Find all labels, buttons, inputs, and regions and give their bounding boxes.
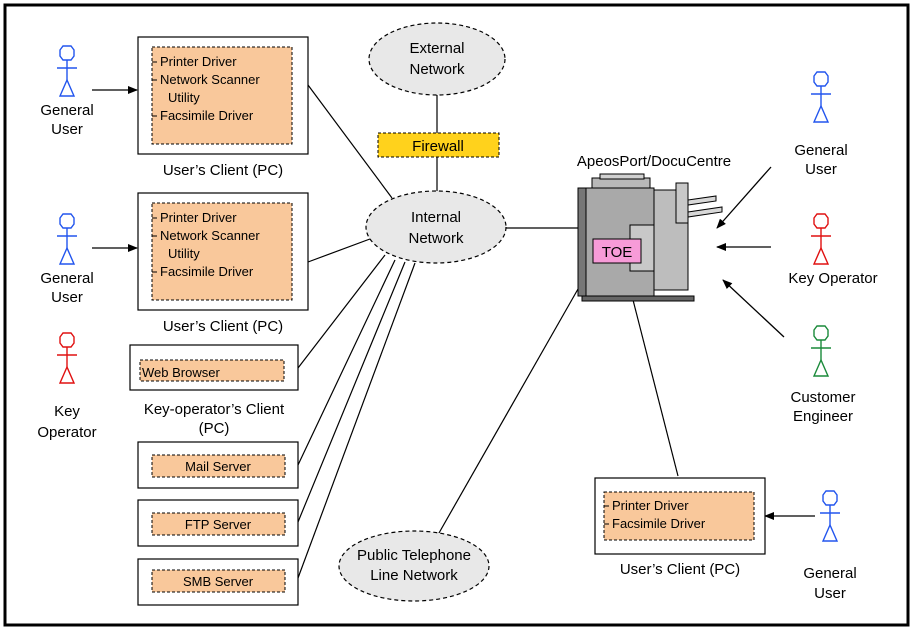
arrow-user-to-device	[716, 166, 772, 229]
client-mid-item-3: Utility	[168, 246, 200, 261]
cloud-public-line-2: Line Network	[370, 567, 458, 584]
connection-lines	[297, 84, 679, 579]
actor-customer-engineer: Customer Engineer	[790, 325, 856, 425]
client-key-item-1: Web Browser	[142, 365, 220, 380]
server-smb: SMB Server	[137, 558, 299, 606]
client-top-item-4: Facsimile Driver	[160, 108, 254, 123]
server-ftp: FTP Server	[137, 499, 299, 547]
server-ftp-label: FTP Server	[185, 517, 252, 532]
client-bottom: Printer Driver Facsimile Driver User’s C…	[594, 477, 766, 578]
toe-label: TOE	[592, 238, 642, 264]
cloud-external-line-2: Network	[409, 61, 465, 78]
client-top-item-2: Network Scanner	[160, 72, 260, 87]
line-ftp-internal	[297, 261, 406, 523]
actor-general-user-left-1: General User	[40, 45, 94, 138]
actor-general-user-right: General User	[794, 71, 848, 178]
actor-left-key-line-1: Key	[54, 403, 80, 420]
firewall: Firewall	[377, 132, 500, 158]
actor-bottom-user-line-2: User	[814, 585, 846, 602]
line-public-device	[434, 281, 583, 541]
actor-engineer-line-2: Engineer	[793, 408, 853, 425]
client-mid-caption: User’s Client (PC)	[163, 318, 283, 335]
cloud-internal-line-2: Network	[408, 230, 464, 247]
actor-engineer-line-1: Customer	[790, 389, 855, 406]
server-smb-label: SMB Server	[183, 574, 254, 589]
client-mid-item-1: Printer Driver	[160, 210, 237, 225]
cloud-external-network: External Network	[368, 22, 506, 96]
client-bottom-bullets	[604, 505, 609, 525]
actor-key-operator-left: Key Operator	[37, 332, 97, 441]
client-key-caption-1: Key-operator’s Client	[144, 401, 285, 418]
client-key-operator: Web Browser Key-operator’s Client (PC)	[129, 344, 299, 437]
actor-left-user-1-line-2: User	[51, 121, 83, 138]
arrows	[92, 86, 815, 520]
actor-key-operator-right: Key Operator	[788, 213, 878, 287]
client-mid-bullets	[152, 217, 157, 273]
client-mid: Printer Driver Network Scanner Utility F…	[137, 192, 309, 335]
server-mail: Mail Server	[137, 441, 299, 489]
arrow-engineer-to-device	[722, 279, 785, 338]
client-top-bullets	[152, 61, 157, 117]
line-smb-internal	[297, 262, 416, 579]
actor-left-key-line-2: Operator	[37, 424, 96, 441]
actor-right-key-line-1: Key Operator	[788, 270, 877, 287]
client-bottom-item-2: Facsimile Driver	[612, 516, 706, 531]
actor-right-user-line-2: User	[805, 161, 837, 178]
cloud-internal-line-1: Internal	[411, 209, 461, 226]
client-bottom-item-1: Printer Driver	[612, 498, 689, 513]
client-top-item-1: Printer Driver	[160, 54, 237, 69]
cloud-internal-network: Internal Network	[365, 190, 507, 264]
client-key-caption-2: (PC)	[199, 420, 230, 437]
actor-general-user-bottom: General User	[803, 490, 857, 602]
actor-right-user-line-1: General	[794, 142, 847, 159]
client-top-item-3: Utility	[168, 90, 200, 105]
actor-general-user-left-2: General User	[40, 213, 94, 306]
line-device-bottom-client	[631, 295, 679, 477]
line-mail-internal	[297, 259, 396, 466]
firewall-label: Firewall	[412, 138, 464, 155]
actor-left-user-2-line-2: User	[51, 289, 83, 306]
client-top: Printer Driver Network Scanner Utility F…	[137, 36, 309, 179]
line-client-mid-internal	[307, 235, 379, 263]
client-top-caption: User’s Client (PC)	[163, 162, 283, 179]
cloud-public-telephone: Public Telephone Line Network	[338, 530, 490, 602]
actor-left-user-2-line-1: General	[40, 270, 93, 287]
cloud-public-line-1: Public Telephone	[357, 547, 471, 564]
client-mid-item-4: Facsimile Driver	[160, 264, 254, 279]
line-client-top-internal	[307, 84, 393, 199]
actor-left-user-1-line-1: General	[40, 102, 93, 119]
line-key-client-internal	[297, 254, 386, 369]
toe-text: TOE	[602, 244, 633, 261]
client-mid-item-2: Network Scanner	[160, 228, 260, 243]
cloud-external-line-1: External	[409, 40, 464, 57]
client-bottom-caption: User’s Client (PC)	[620, 561, 740, 578]
device-title: ApeosPort/DocuCentre	[577, 153, 731, 170]
server-mail-label: Mail Server	[185, 459, 251, 474]
actor-bottom-user-line-1: General	[803, 565, 856, 582]
